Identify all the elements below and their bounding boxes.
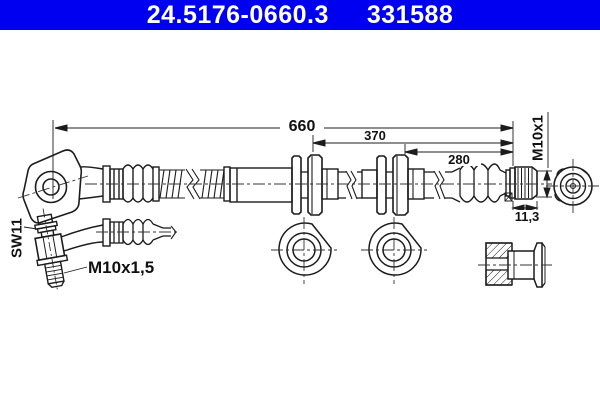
section-view — [485, 242, 546, 288]
dim-370-label: 370 — [353, 129, 397, 142]
hose-to-end-fitting — [424, 163, 507, 203]
dim-overall-length-label: 660 — [280, 119, 324, 135]
hose-between-grommets — [338, 169, 378, 200]
grommet-2-end-view — [368, 222, 422, 276]
dim-280-label: 280 — [437, 153, 481, 166]
article-number: 331588 — [366, 0, 454, 29]
part-number: 24.5176-0660.3 — [146, 0, 329, 29]
banjo-fitting-front-view — [22, 149, 104, 224]
banjo-bolt-view — [34, 208, 104, 292]
grommet-1 — [291, 154, 339, 216]
hose-main-view — [102, 164, 293, 203]
grommet-2 — [376, 154, 425, 216]
dim-thread-depth-label: 11,3 — [508, 210, 546, 223]
end-fitting — [504, 166, 538, 202]
grommet-1-end-view — [278, 222, 332, 276]
wrench-size-label: SW11 — [8, 217, 26, 259]
thread-end-fitting-label: M10x1 — [529, 115, 547, 161]
centerlines — [17, 159, 599, 284]
m10x15-leader — [63, 266, 88, 274]
title-bar: 24.5176-0660.3 331588 — [0, 0, 600, 30]
hose-lower-view — [102, 218, 177, 247]
thread-banjo-bolt-label: M10x1,5 — [88, 258, 155, 277]
